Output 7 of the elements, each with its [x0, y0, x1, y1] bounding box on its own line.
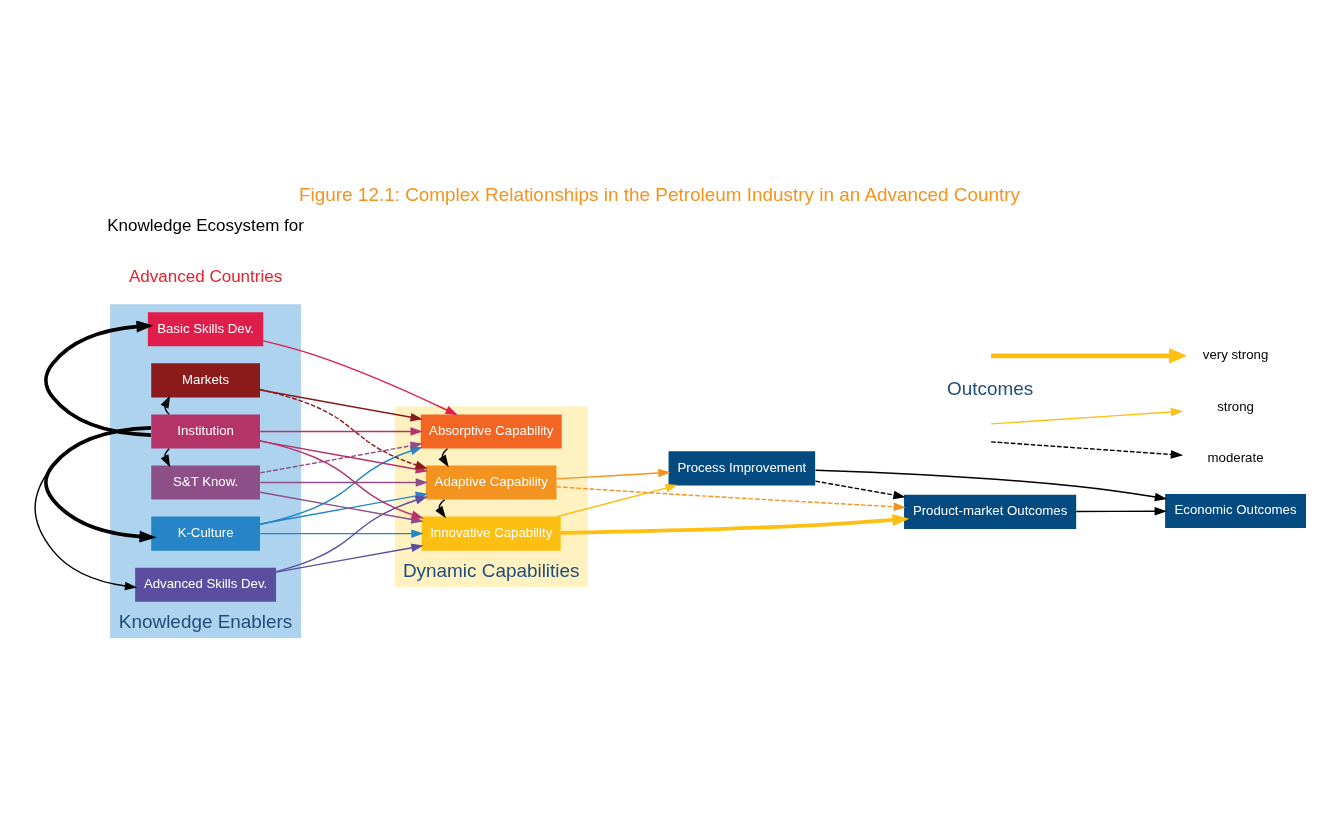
label: Advanced Countries — [128, 267, 283, 287]
legend-label: very strong — [1202, 347, 1269, 363]
label: Knowledge Ecosystem for — [107, 216, 304, 236]
label: Outcomes — [947, 377, 1034, 399]
legend-label: moderate — [1207, 450, 1264, 466]
diagram-title: Figure 12.1: Complex Relationships in the Petroleum Industry in an Advanced Country — [299, 183, 1020, 205]
legend-label: strong — [1217, 399, 1254, 415]
